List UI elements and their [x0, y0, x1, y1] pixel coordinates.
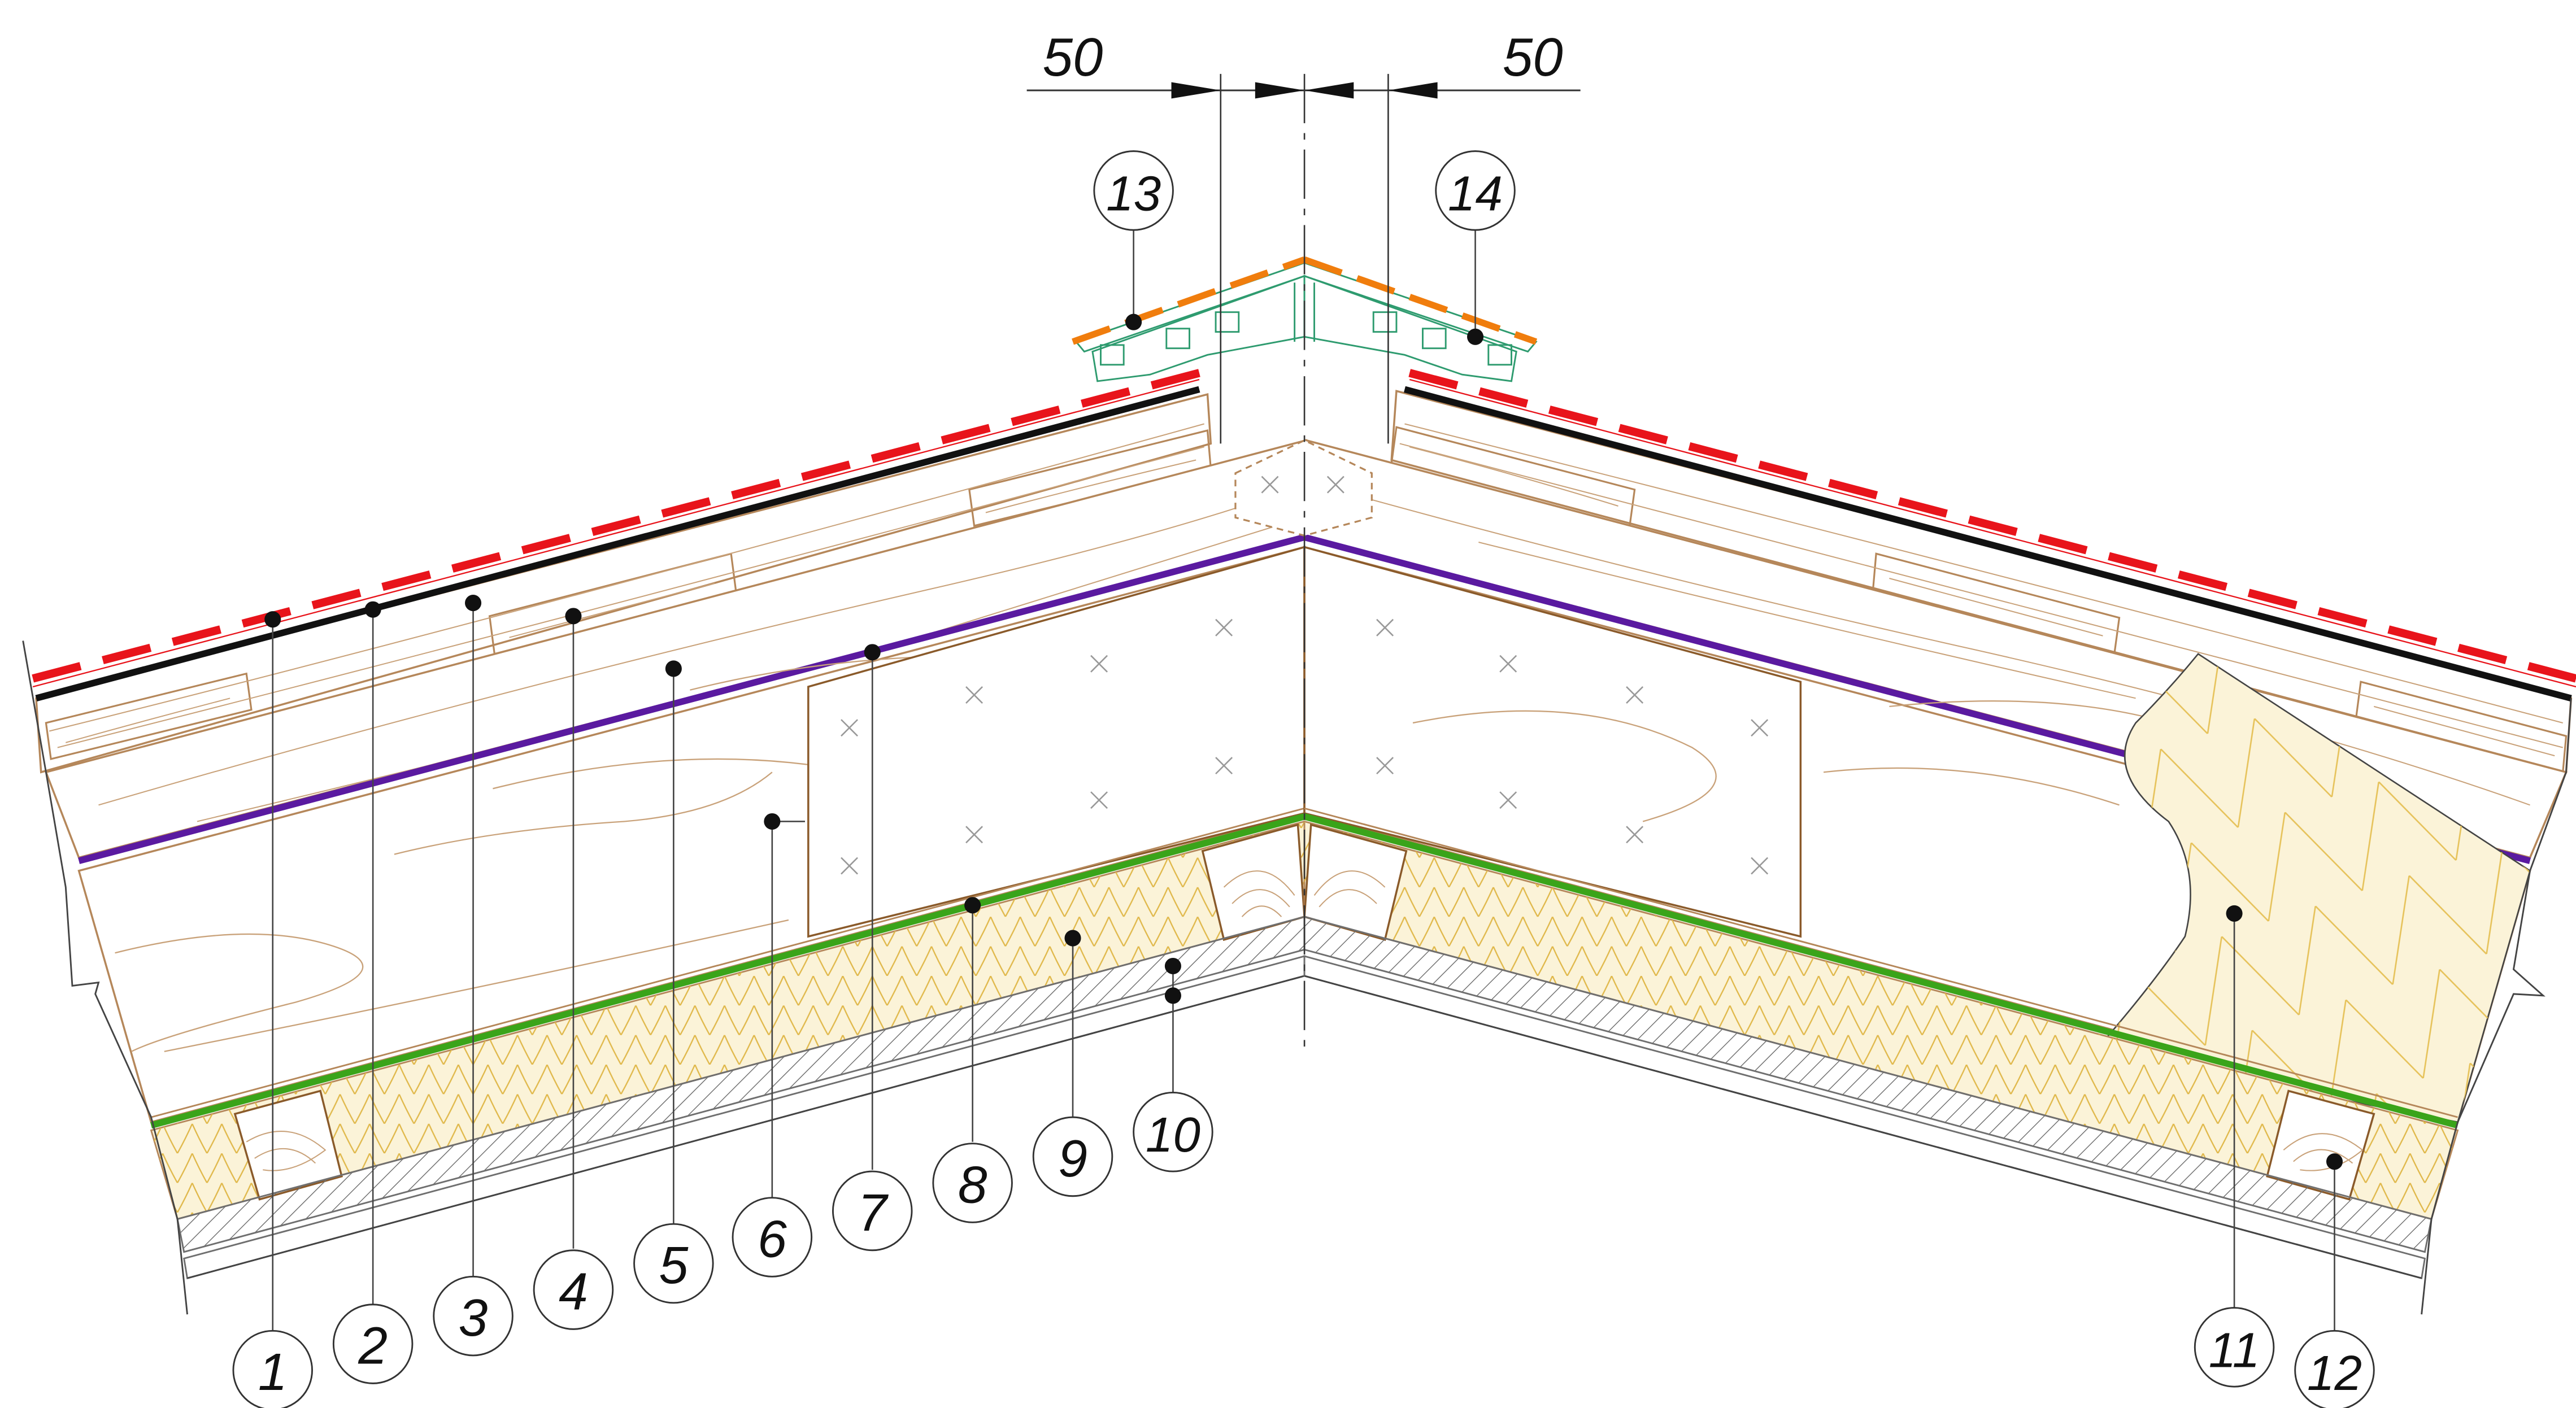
- ridge-cap-orange-left: [1072, 256, 1306, 345]
- callout-6: 6: [732, 1197, 813, 1278]
- callout-dots: [264, 313, 2343, 1170]
- svg-text:1: 1: [258, 1342, 288, 1401]
- callout-12: 12: [2294, 1329, 2375, 1408]
- ridge-cap: [1072, 256, 1538, 382]
- dim-arrow-3: [1304, 82, 1354, 99]
- svg-text:9: 9: [1058, 1129, 1087, 1188]
- callout-10: 10: [1133, 1092, 1213, 1172]
- svg-text:8: 8: [958, 1155, 987, 1214]
- svg-text:13: 13: [1106, 166, 1161, 221]
- callout-11: 11: [2194, 1307, 2275, 1388]
- svg-text:2: 2: [358, 1316, 388, 1375]
- callout-leaders: [272, 230, 2335, 1335]
- callout-13: 13: [1093, 150, 1174, 231]
- svg-text:4: 4: [559, 1262, 588, 1320]
- svg-text:10: 10: [1146, 1108, 1200, 1162]
- dim-arrow-4: [1388, 82, 1438, 99]
- svg-text:14: 14: [1448, 166, 1503, 221]
- callout-7: 7: [832, 1170, 913, 1252]
- svg-text:3: 3: [459, 1288, 488, 1347]
- right-break-line: [2421, 698, 2572, 1315]
- left-slope: [22, 369, 1307, 1315]
- callout-4: 4: [533, 1249, 614, 1330]
- callout-5: 5: [633, 1223, 714, 1304]
- right-roofing-red: [1408, 369, 2576, 683]
- svg-text:5: 5: [659, 1236, 688, 1294]
- left-membrane-purple: [78, 534, 1306, 864]
- right-membrane-black: [1403, 386, 2572, 701]
- svg-text:6: 6: [758, 1209, 787, 1268]
- callout-9: 9: [1032, 1116, 1113, 1197]
- callout-bubbles: 1 2 3 4 5 6 7 8: [232, 150, 2375, 1408]
- left-membrane-green: [150, 813, 1306, 1129]
- dimension-label-right: 50: [1503, 27, 1563, 88]
- dimension-lines: 50 50: [1026, 27, 1581, 444]
- dim-arrow-1: [1171, 82, 1221, 99]
- svg-text:12: 12: [2307, 1346, 2362, 1401]
- left-break-line: [22, 640, 188, 1315]
- svg-text:11: 11: [2209, 1323, 2260, 1378]
- callout-8: 8: [932, 1143, 1013, 1223]
- svg-text:7: 7: [858, 1183, 889, 1242]
- left-membrane-black: [35, 386, 1200, 701]
- ridge-cap-orange-right: [1303, 256, 1538, 345]
- callout-1: 1: [232, 1329, 313, 1408]
- callout-3: 3: [433, 1275, 514, 1357]
- right-membrane-green: [1303, 813, 2459, 1129]
- right-slope: [1303, 369, 2576, 1315]
- ridge-assembly: [1072, 73, 1538, 1052]
- dimension-label-left: 50: [1043, 27, 1103, 88]
- dim-arrow-2: [1255, 82, 1305, 99]
- ridge-board: [1234, 439, 1373, 537]
- callout-14: 14: [1435, 150, 1516, 231]
- left-counter-batten-1: [45, 672, 253, 760]
- left-roofing-red: [32, 369, 1200, 683]
- callout-2: 2: [332, 1304, 414, 1384]
